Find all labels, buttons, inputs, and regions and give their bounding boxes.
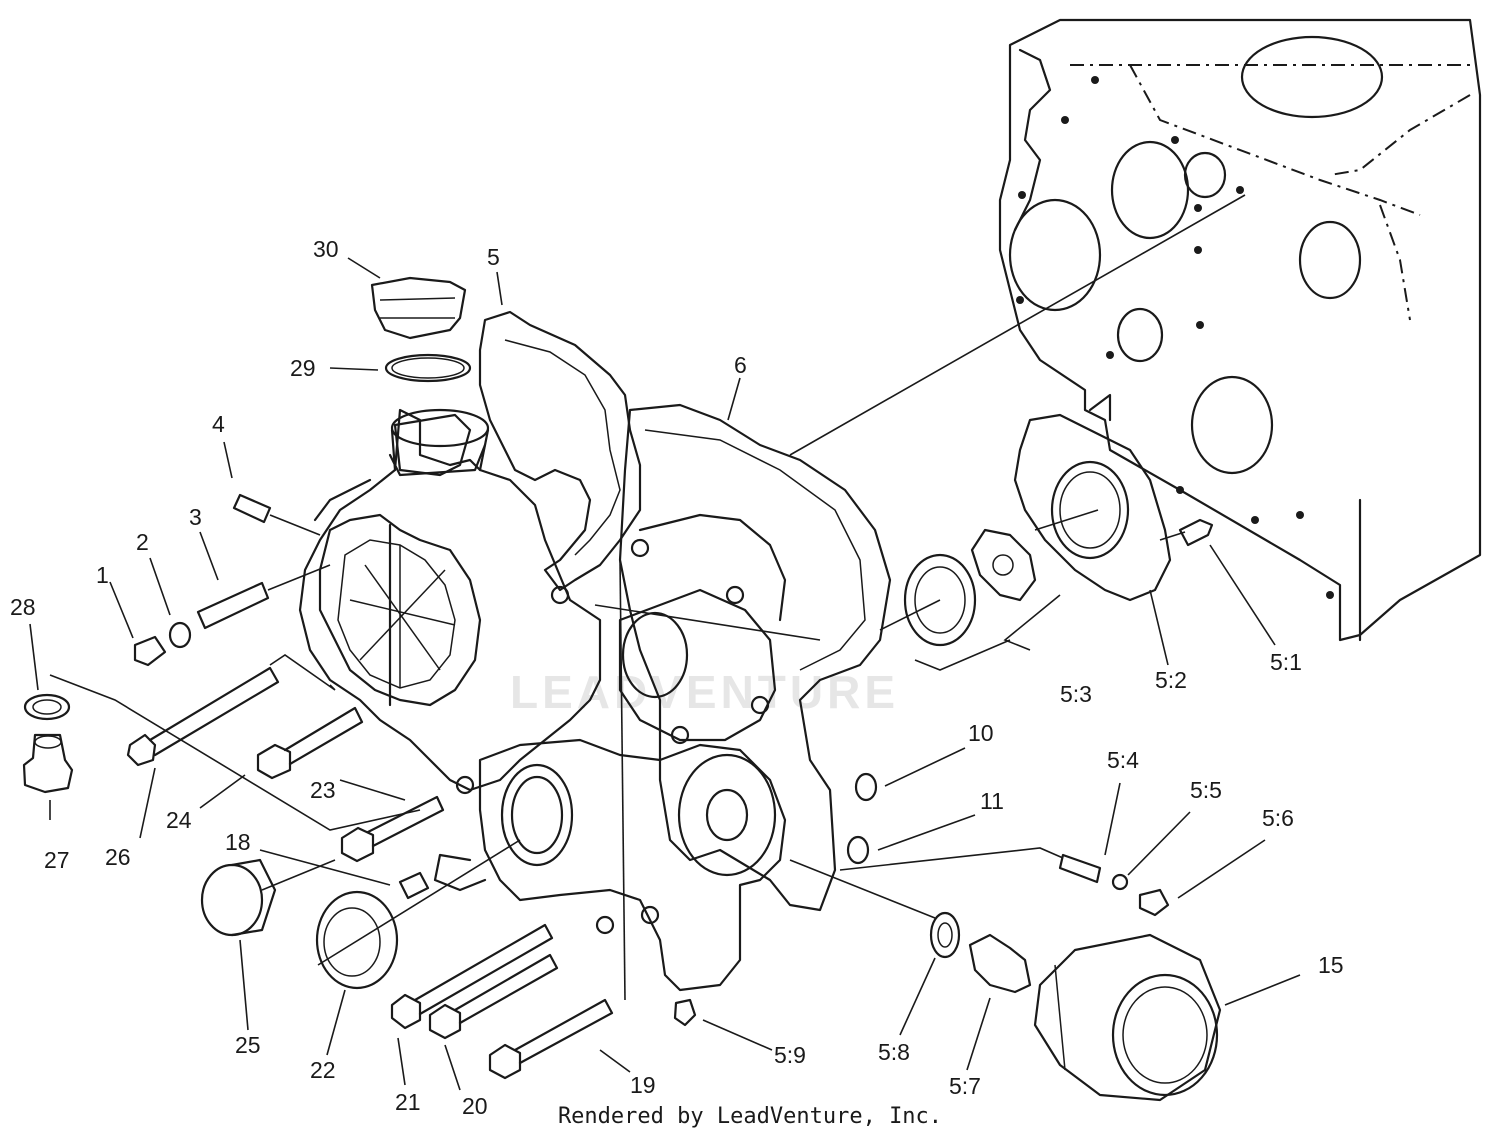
callout-4: 4 <box>212 411 225 437</box>
callout-11: 11 <box>980 788 1004 814</box>
callout-19: 19 <box>630 1072 656 1098</box>
credit-line: Rendered by LeadVenture, Inc. <box>0 1104 1500 1129</box>
bolt-19 <box>488 998 614 1080</box>
callout-5-9: 5:9 <box>774 1042 806 1068</box>
plug-5-6 <box>1138 888 1170 917</box>
callout-27: 27 <box>44 847 70 873</box>
leader-lines <box>29 257 1301 1091</box>
pump-plate-5-2 <box>1013 413 1172 602</box>
callout-15: 15 <box>1318 952 1344 978</box>
washer-2 <box>168 621 192 649</box>
stud-4 <box>232 493 321 536</box>
bolt-26 <box>126 666 280 767</box>
callout-3: 3 <box>189 504 202 530</box>
callout-23: 23 <box>310 777 336 803</box>
callout-5-4: 5:4 <box>1107 747 1139 773</box>
oil-filler-neck <box>390 408 490 472</box>
bolt-24 <box>256 706 364 780</box>
nut-1 <box>133 635 167 667</box>
pump-rotor-inner <box>970 528 1037 602</box>
bolt-20 <box>428 953 559 1040</box>
o-ring-11 <box>846 835 870 865</box>
callout-5: 5 <box>487 244 500 270</box>
callout-24: 24 <box>166 807 192 833</box>
callout-5-6: 5:6 <box>1262 805 1294 831</box>
callout-30: 30 <box>313 236 339 262</box>
plug-5-9 <box>673 998 697 1027</box>
oil-filter-15 <box>1033 933 1222 1102</box>
plug-18 <box>398 871 430 900</box>
callout-22: 22 <box>310 1057 336 1083</box>
washer-28 <box>23 693 71 721</box>
callout-29: 29 <box>290 355 316 381</box>
gasket-5 <box>478 310 642 592</box>
callout-21: 21 <box>395 1089 421 1115</box>
callout-5-1: 5:1 <box>1270 649 1302 675</box>
callout-2: 2 <box>136 529 149 555</box>
callout-18: 18 <box>225 829 251 855</box>
bolt-23 <box>340 795 445 863</box>
screw-5-1 <box>1159 518 1214 547</box>
callout-6: 6 <box>734 352 747 378</box>
bolt-21 <box>390 923 554 1030</box>
ball-5-5 <box>1111 873 1129 891</box>
callout-5-8: 5:8 <box>878 1039 910 1065</box>
watermark: LEADVENTURE <box>510 666 899 718</box>
oil-seal-22 <box>315 839 521 990</box>
callout-5-5: 5:5 <box>1190 777 1222 803</box>
o-ring-10 <box>854 772 878 802</box>
alignment-line <box>789 194 1246 456</box>
drain-plug-27 <box>22 733 74 794</box>
callout-5-2: 5:2 <box>1155 667 1187 693</box>
relief-valve-5-7 <box>968 933 1032 994</box>
washer-5-8 <box>789 859 961 959</box>
callout-20: 20 <box>462 1093 488 1119</box>
callout-26: 26 <box>105 844 131 870</box>
stud-3 <box>196 564 331 630</box>
oil-pump-housing <box>433 513 821 1001</box>
callout-28: 28 <box>10 594 36 620</box>
o-ring-29 <box>384 353 472 383</box>
callout-labels: 30 5 29 6 4 3 2 1 28 5:3 5:2 5:1 10 11 5… <box>10 236 1344 1119</box>
cap-25 <box>200 858 336 937</box>
spring-5-4 <box>839 847 1102 884</box>
callout-5-3: 5:3 <box>1060 681 1092 707</box>
credit-text: Rendered by LeadVenture, Inc. <box>557 1104 943 1129</box>
callout-25: 25 <box>235 1032 261 1058</box>
callout-1: 1 <box>96 562 109 588</box>
engine-block <box>998 18 1482 642</box>
pump-rotor-outer <box>903 553 977 647</box>
gasket-6 <box>618 403 892 912</box>
callout-10: 10 <box>968 720 994 746</box>
oil-cap-30 <box>370 276 467 340</box>
callout-5-7: 5:7 <box>949 1073 981 1099</box>
